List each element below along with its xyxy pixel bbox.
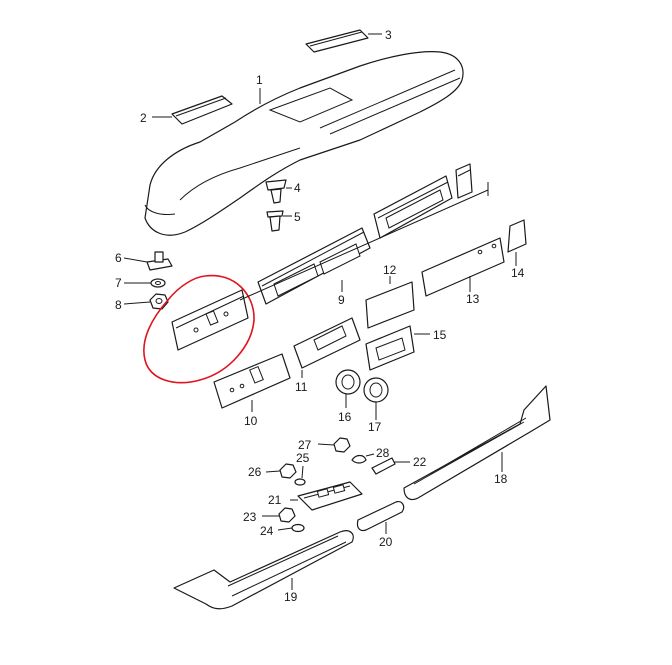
callout-10: 10: [244, 414, 258, 428]
callout-5: 5: [294, 210, 301, 224]
callout-16: 16: [338, 410, 352, 424]
panel-part-14: [507, 219, 527, 253]
latch-part-21: [297, 481, 363, 511]
callout-15: 15: [433, 328, 447, 342]
upper-dash-panel: [373, 175, 453, 239]
panel-part-12: [365, 281, 415, 329]
cover-part-20: [356, 501, 405, 532]
nut-part-8: [149, 293, 169, 310]
nut-part-26: [279, 463, 297, 479]
lower-trim-part-19: [173, 530, 354, 610]
callout-labels: 1 2 3 4 5 6 7 8 9 10 11 12 13 14 15 16 1…: [115, 28, 525, 604]
callout-21: 21: [268, 493, 282, 507]
callout-1: 1: [256, 73, 263, 87]
callout-27: 27: [298, 438, 312, 452]
nut-part-23: [278, 507, 296, 523]
clip-part-28: [351, 454, 367, 464]
highlighted-trim-panel: [171, 289, 249, 351]
callout-14: 14: [511, 266, 525, 280]
panel-part-13: [421, 237, 505, 297]
callout-2: 2: [140, 111, 147, 125]
callout-20: 20: [379, 535, 393, 549]
lower-trim-part-18: [403, 385, 551, 501]
callout-17: 17: [368, 420, 382, 434]
washer-part-7: [150, 278, 166, 288]
push-clip-part-4: [265, 179, 287, 204]
nut-part-27: [333, 437, 351, 453]
callout-13: 13: [466, 292, 480, 306]
callout-24: 24: [260, 524, 274, 538]
callout-22: 22: [413, 455, 427, 469]
bracket-nut-part-6: [146, 251, 173, 271]
callout-26: 26: [248, 465, 262, 479]
panel-part-15: [365, 325, 415, 371]
callout-25: 25: [296, 451, 310, 465]
panel-part-11: [293, 317, 361, 369]
callout-7: 7: [115, 276, 122, 290]
dash-panel-part-9: [257, 227, 371, 305]
washer-part-25: [294, 478, 306, 486]
callout-4: 4: [294, 181, 301, 195]
leader-lines: [123, 33, 517, 590]
callout-12: 12: [383, 263, 397, 277]
washer-part-24: [291, 523, 305, 533]
callout-23: 23: [243, 510, 257, 524]
callout-9: 9: [338, 293, 345, 307]
callout-6: 6: [115, 251, 122, 265]
callout-11: 11: [295, 380, 308, 394]
panel-part-10: [213, 353, 291, 409]
dashboard-pad-part-1: [144, 51, 464, 236]
plug-part-5: [266, 210, 284, 232]
callout-8: 8: [115, 298, 122, 312]
grommet-part-17: [363, 377, 389, 403]
end-cap-piece: [455, 163, 473, 199]
trim-piece-part-2: [171, 95, 233, 125]
connection-line: [239, 189, 489, 301]
bracket-part-22: [371, 457, 396, 475]
callout-18: 18: [494, 472, 508, 486]
red-highlight-circle: [143, 274, 255, 384]
grommet-part-16: [335, 369, 361, 395]
trim-piece-part-3: [305, 29, 369, 53]
callout-28: 28: [376, 446, 390, 460]
callout-3: 3: [385, 28, 392, 42]
callout-19: 19: [284, 590, 298, 604]
